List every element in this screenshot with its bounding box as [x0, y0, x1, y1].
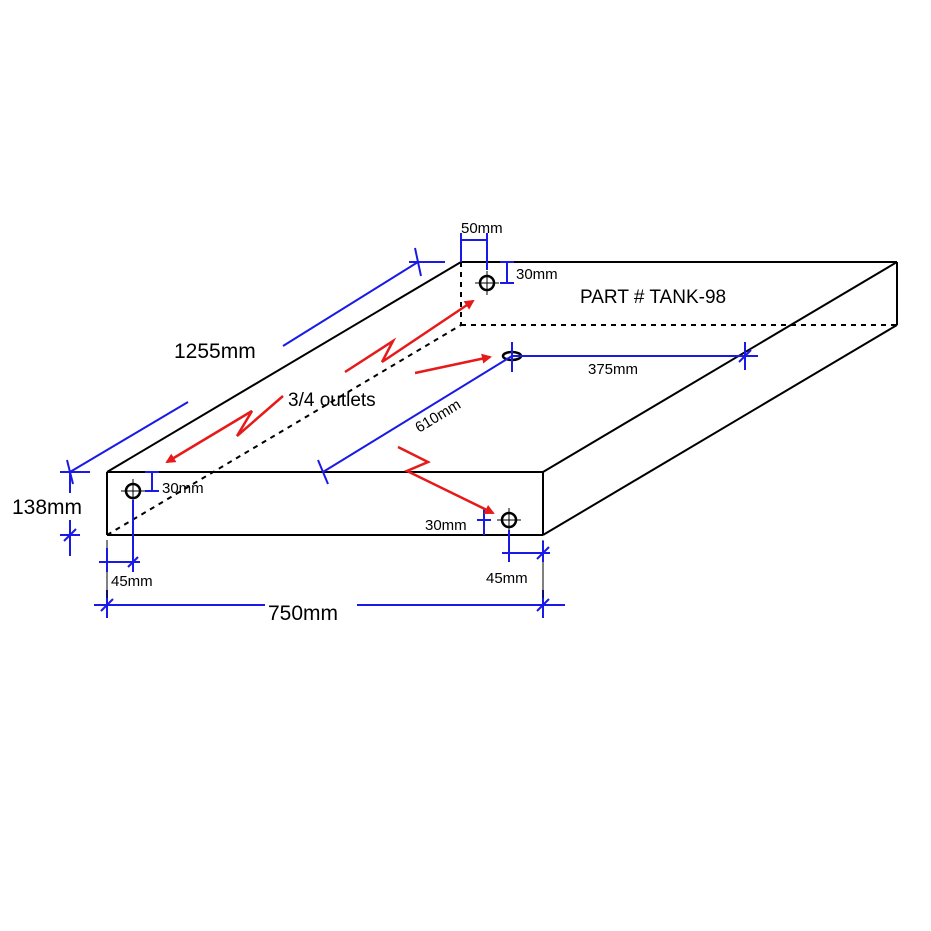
front-left-outlet-hole — [121, 479, 145, 503]
top-right-edge — [542, 261, 898, 473]
dimension-lines — [60, 233, 758, 618]
part-label: PART # TANK-98 — [580, 287, 726, 308]
front-left-y-label: 30mm — [162, 480, 204, 497]
callout-arrow-back — [344, 299, 475, 374]
dim-back-hole — [460, 233, 514, 284]
height-label: 138mm — [12, 496, 82, 519]
hidden-edges — [106, 262, 897, 536]
dim-front-left-hole — [99, 471, 159, 572]
callout-arrow-front-right — [397, 445, 495, 515]
dim-length — [60, 247, 445, 485]
front-right-y-label: 30mm — [425, 517, 467, 534]
bottom-right-edge — [542, 324, 898, 536]
front-right-x-label: 45mm — [486, 570, 528, 587]
callout-label: 3/4 outlets — [288, 390, 376, 411]
front-right-outlet-hole — [497, 508, 521, 532]
front-left-x-label: 45mm — [111, 573, 153, 590]
dim-width — [94, 540, 565, 618]
width-label: 750mm — [268, 602, 338, 625]
back-outlet-hole — [475, 271, 499, 295]
callout-arrows — [165, 299, 495, 515]
hidden-bottom-left-edge — [106, 324, 462, 536]
dim-height — [60, 472, 80, 556]
back-hole-x-label: 50mm — [461, 220, 503, 237]
back-hole-y-label: 30mm — [516, 266, 558, 283]
dim-middle-hole — [317, 342, 758, 485]
mid-hole-offset-label: 375mm — [588, 361, 638, 378]
length-label: 1255mm — [174, 340, 256, 363]
callout-arrow-front-left — [165, 395, 284, 464]
top-left-edge — [106, 261, 462, 473]
callout-arrow-middle — [414, 353, 492, 375]
tank-outline — [106, 261, 898, 536]
